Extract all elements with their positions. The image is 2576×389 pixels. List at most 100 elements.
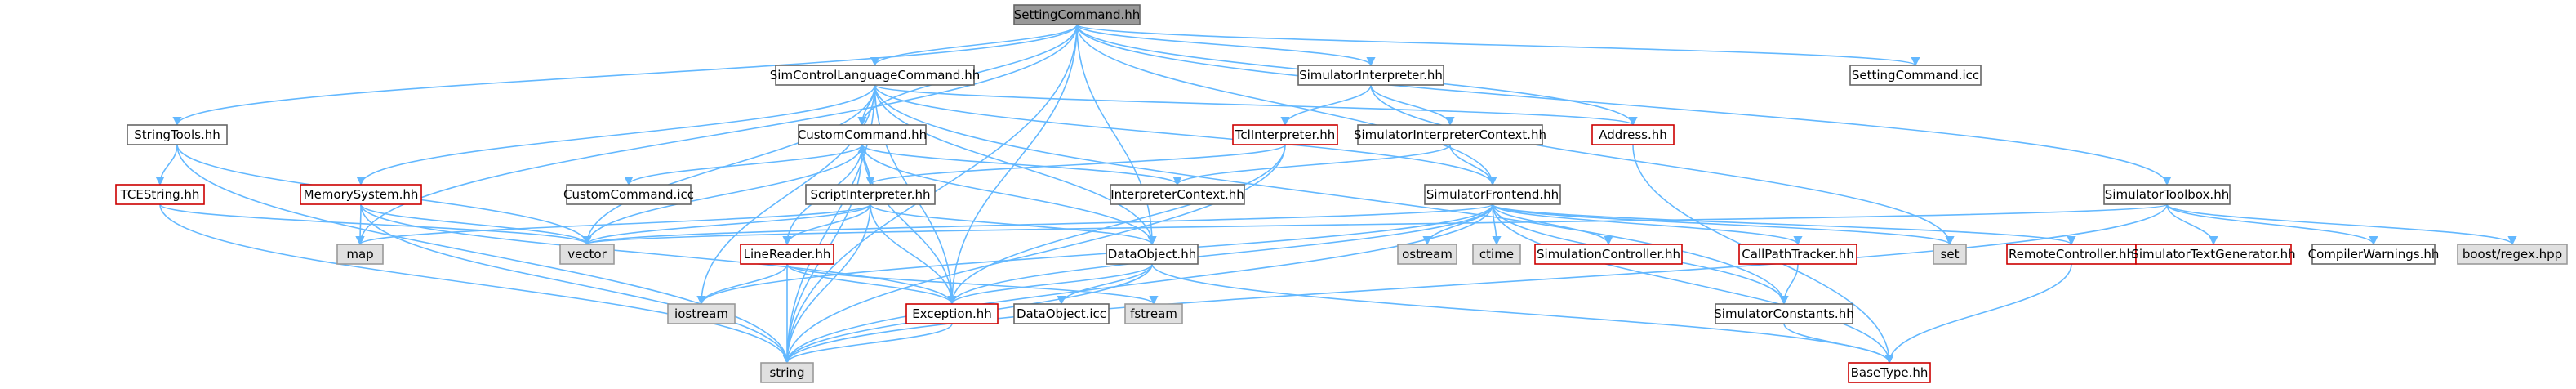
node-simulator-constants-hh[interactable]: SimulatorConstants.hh <box>1714 303 1854 324</box>
edge-setting_command_hh-to-simulator_frontend_hh <box>1076 24 1497 186</box>
edge-sim_control_language_command_hh-to-vector <box>582 84 876 246</box>
node-box <box>127 124 228 145</box>
node-custom-command-hh[interactable]: CustomCommand.hh <box>798 124 927 145</box>
node-label: LineReader.hh <box>744 247 831 262</box>
node-box <box>1397 244 1457 265</box>
node-script-interpreter-hh[interactable]: ScriptInterpreter.hh <box>805 184 936 205</box>
node-label: BaseType.hh <box>1851 365 1929 380</box>
node-label: SettingCommand.icc <box>1852 68 1979 83</box>
node-vector[interactable]: vector <box>559 244 615 265</box>
node-call-path-tracker-hh[interactable]: CallPathTracker.hh <box>1738 244 1857 265</box>
edge-simulator_frontend_hh-to-vector <box>582 203 1493 246</box>
node-sim-control-language-command-hh[interactable]: SimControlLanguageCommand.hh <box>770 65 980 86</box>
node-interpreter-context-hh[interactable]: InterpreterContext.hh <box>1110 184 1245 205</box>
edge-simulator_interpreter_hh-to-simulator_interpreter_context_hh <box>1370 84 1455 127</box>
node-box <box>905 303 999 324</box>
node-iostream[interactable]: iostream <box>667 303 736 324</box>
node-custom-command-icc[interactable]: CustomCommand.icc <box>563 184 694 205</box>
node-simulation-controller-hh[interactable]: SimulationController.hh <box>1534 244 1683 265</box>
node-tcestring-hh[interactable]: TCEString.hh <box>115 184 205 205</box>
node-label: SimulationController.hh <box>1537 247 1680 262</box>
node-fstream[interactable]: fstream <box>1124 303 1183 324</box>
node-box <box>115 184 205 205</box>
node-boost-regex-hpp[interactable]: boost/regex.hpp <box>2457 244 2568 265</box>
edge-memory_system_hh-to-map <box>355 203 365 246</box>
node-label: CustomCommand.icc <box>563 187 694 202</box>
node-tcl-interpreter-hh[interactable]: TclInterpreter.hh <box>1232 124 1338 145</box>
node-ctime[interactable]: ctime <box>1472 244 1521 265</box>
node-box <box>336 244 384 265</box>
node-label: SimulatorFrontend.hh <box>1426 187 1559 202</box>
node-address-hh[interactable]: Address.hh <box>1591 124 1675 145</box>
node-label: iostream <box>674 306 728 321</box>
node-box <box>1591 124 1675 145</box>
node-label: DataObject.hh <box>1108 247 1196 262</box>
node-label: Address.hh <box>1599 127 1667 142</box>
node-label: SimulatorInterpreterContext.hh <box>1354 127 1546 142</box>
node-box <box>775 65 975 86</box>
node-box <box>1013 4 1141 25</box>
node-setting-command-icc[interactable]: SettingCommand.icc <box>1849 65 1982 86</box>
node-string[interactable]: string <box>760 362 814 383</box>
node-setting-command-hh[interactable]: SettingCommand.hh <box>1013 4 1141 25</box>
edge-simulator_toolbox_hh-to-compiler_warnings_hh <box>2166 203 2378 246</box>
edge-custom_command_hh-to-vector <box>582 144 863 246</box>
node-simulator-frontend-hh[interactable]: SimulatorFrontend.hh <box>1424 184 1561 205</box>
node-map[interactable]: map <box>336 244 384 265</box>
node-box <box>2311 244 2436 265</box>
node-label: SimulatorToolbox.hh <box>2105 187 2229 202</box>
edge-simulator_toolbox_hh-to-boost_regex_hpp <box>2166 203 2517 246</box>
node-data-object-hh[interactable]: DataObject.hh <box>1106 244 1199 265</box>
node-string-tools-hh[interactable]: StringTools.hh <box>127 124 228 145</box>
node-label: SimulatorInterpreter.hh <box>1299 68 1443 83</box>
node-box <box>559 244 615 265</box>
node-box <box>1357 124 1543 145</box>
node-memory-system-hh[interactable]: MemorySystem.hh <box>300 184 422 205</box>
node-line-reader-hh[interactable]: LineReader.hh <box>740 244 834 265</box>
node-ostream[interactable]: ostream <box>1397 244 1457 265</box>
node-label: map <box>346 247 373 262</box>
edge-data_object_hh-to-data_object_icc <box>1057 263 1153 306</box>
node-box <box>1013 303 1110 324</box>
edge-line_reader_hh-to-fstream <box>786 263 1159 306</box>
node-data-object-icc[interactable]: DataObject.icc <box>1013 303 1110 324</box>
edge-line_reader_hh-to-iostream <box>696 263 788 306</box>
edge-simulator_toolbox_hh-to-string <box>782 203 2168 364</box>
node-box <box>1297 65 1444 86</box>
node-remote-controller-hh[interactable]: RemoteController.hh <box>2006 244 2137 265</box>
edge-custom_command_hh-to-interpreter_context_hh <box>861 144 1182 186</box>
node-compiler-warnings-hh[interactable]: CompilerWarnings.hh <box>2308 244 2440 265</box>
edge-memory_system_hh-to-exception_hh <box>360 203 957 306</box>
node-box <box>300 184 422 205</box>
edge-simulator_frontend_hh-to-base_type_hh <box>1492 203 1894 364</box>
node-simulator-toolbox-hh[interactable]: SimulatorToolbox.hh <box>2103 184 2231 205</box>
node-base-type-hh[interactable]: BaseType.hh <box>1848 362 1931 383</box>
node-box <box>1715 303 1853 324</box>
node-simulator-interpreter-context-hh[interactable]: SimulatorInterpreterContext.hh <box>1354 124 1546 145</box>
edge-memory_system_hh-to-string <box>360 203 792 364</box>
node-box <box>1848 362 1931 383</box>
node-label: ctime <box>1479 247 1514 262</box>
edge-sim_control_language_command_hh-to-simulator_constants_hh <box>874 84 1789 306</box>
node-set[interactable]: set <box>1933 244 1967 265</box>
node-box <box>1472 244 1521 265</box>
edge-simulator_frontend_hh-to-iostream <box>696 203 1493 306</box>
node-label: ostream <box>1402 247 1453 262</box>
node-box <box>2457 244 2568 265</box>
node-label: Exception.hh <box>912 306 992 321</box>
node-exception-hh[interactable]: Exception.hh <box>905 303 999 324</box>
node-simulator-interpreter-hh[interactable]: SimulatorInterpreter.hh <box>1297 65 1444 86</box>
node-box <box>1738 244 1857 265</box>
node-box <box>566 184 692 205</box>
node-box <box>1424 184 1561 205</box>
edge-setting_command_hh-to-sim_control_language_command_hh <box>870 24 1078 67</box>
edge-script_interpreter_hh-to-exception_hh <box>870 203 957 306</box>
edge-setting_command_hh-to-simulator_interpreter_hh <box>1076 24 1376 67</box>
node-box <box>1110 184 1245 205</box>
node-label: fstream <box>1130 306 1177 321</box>
node-label: CustomCommand.hh <box>798 127 927 142</box>
node-simulator-text-generator-hh[interactable]: SimulatorTextGenerator.hh <box>2131 244 2296 265</box>
edge-simulator_frontend_hh-to-string <box>782 203 1493 364</box>
edge-simulator_interpreter_hh-to-tcl_interpreter_hh <box>1280 84 1372 127</box>
edge-tcl_interpreter_hh-to-exception_hh <box>947 144 1286 306</box>
